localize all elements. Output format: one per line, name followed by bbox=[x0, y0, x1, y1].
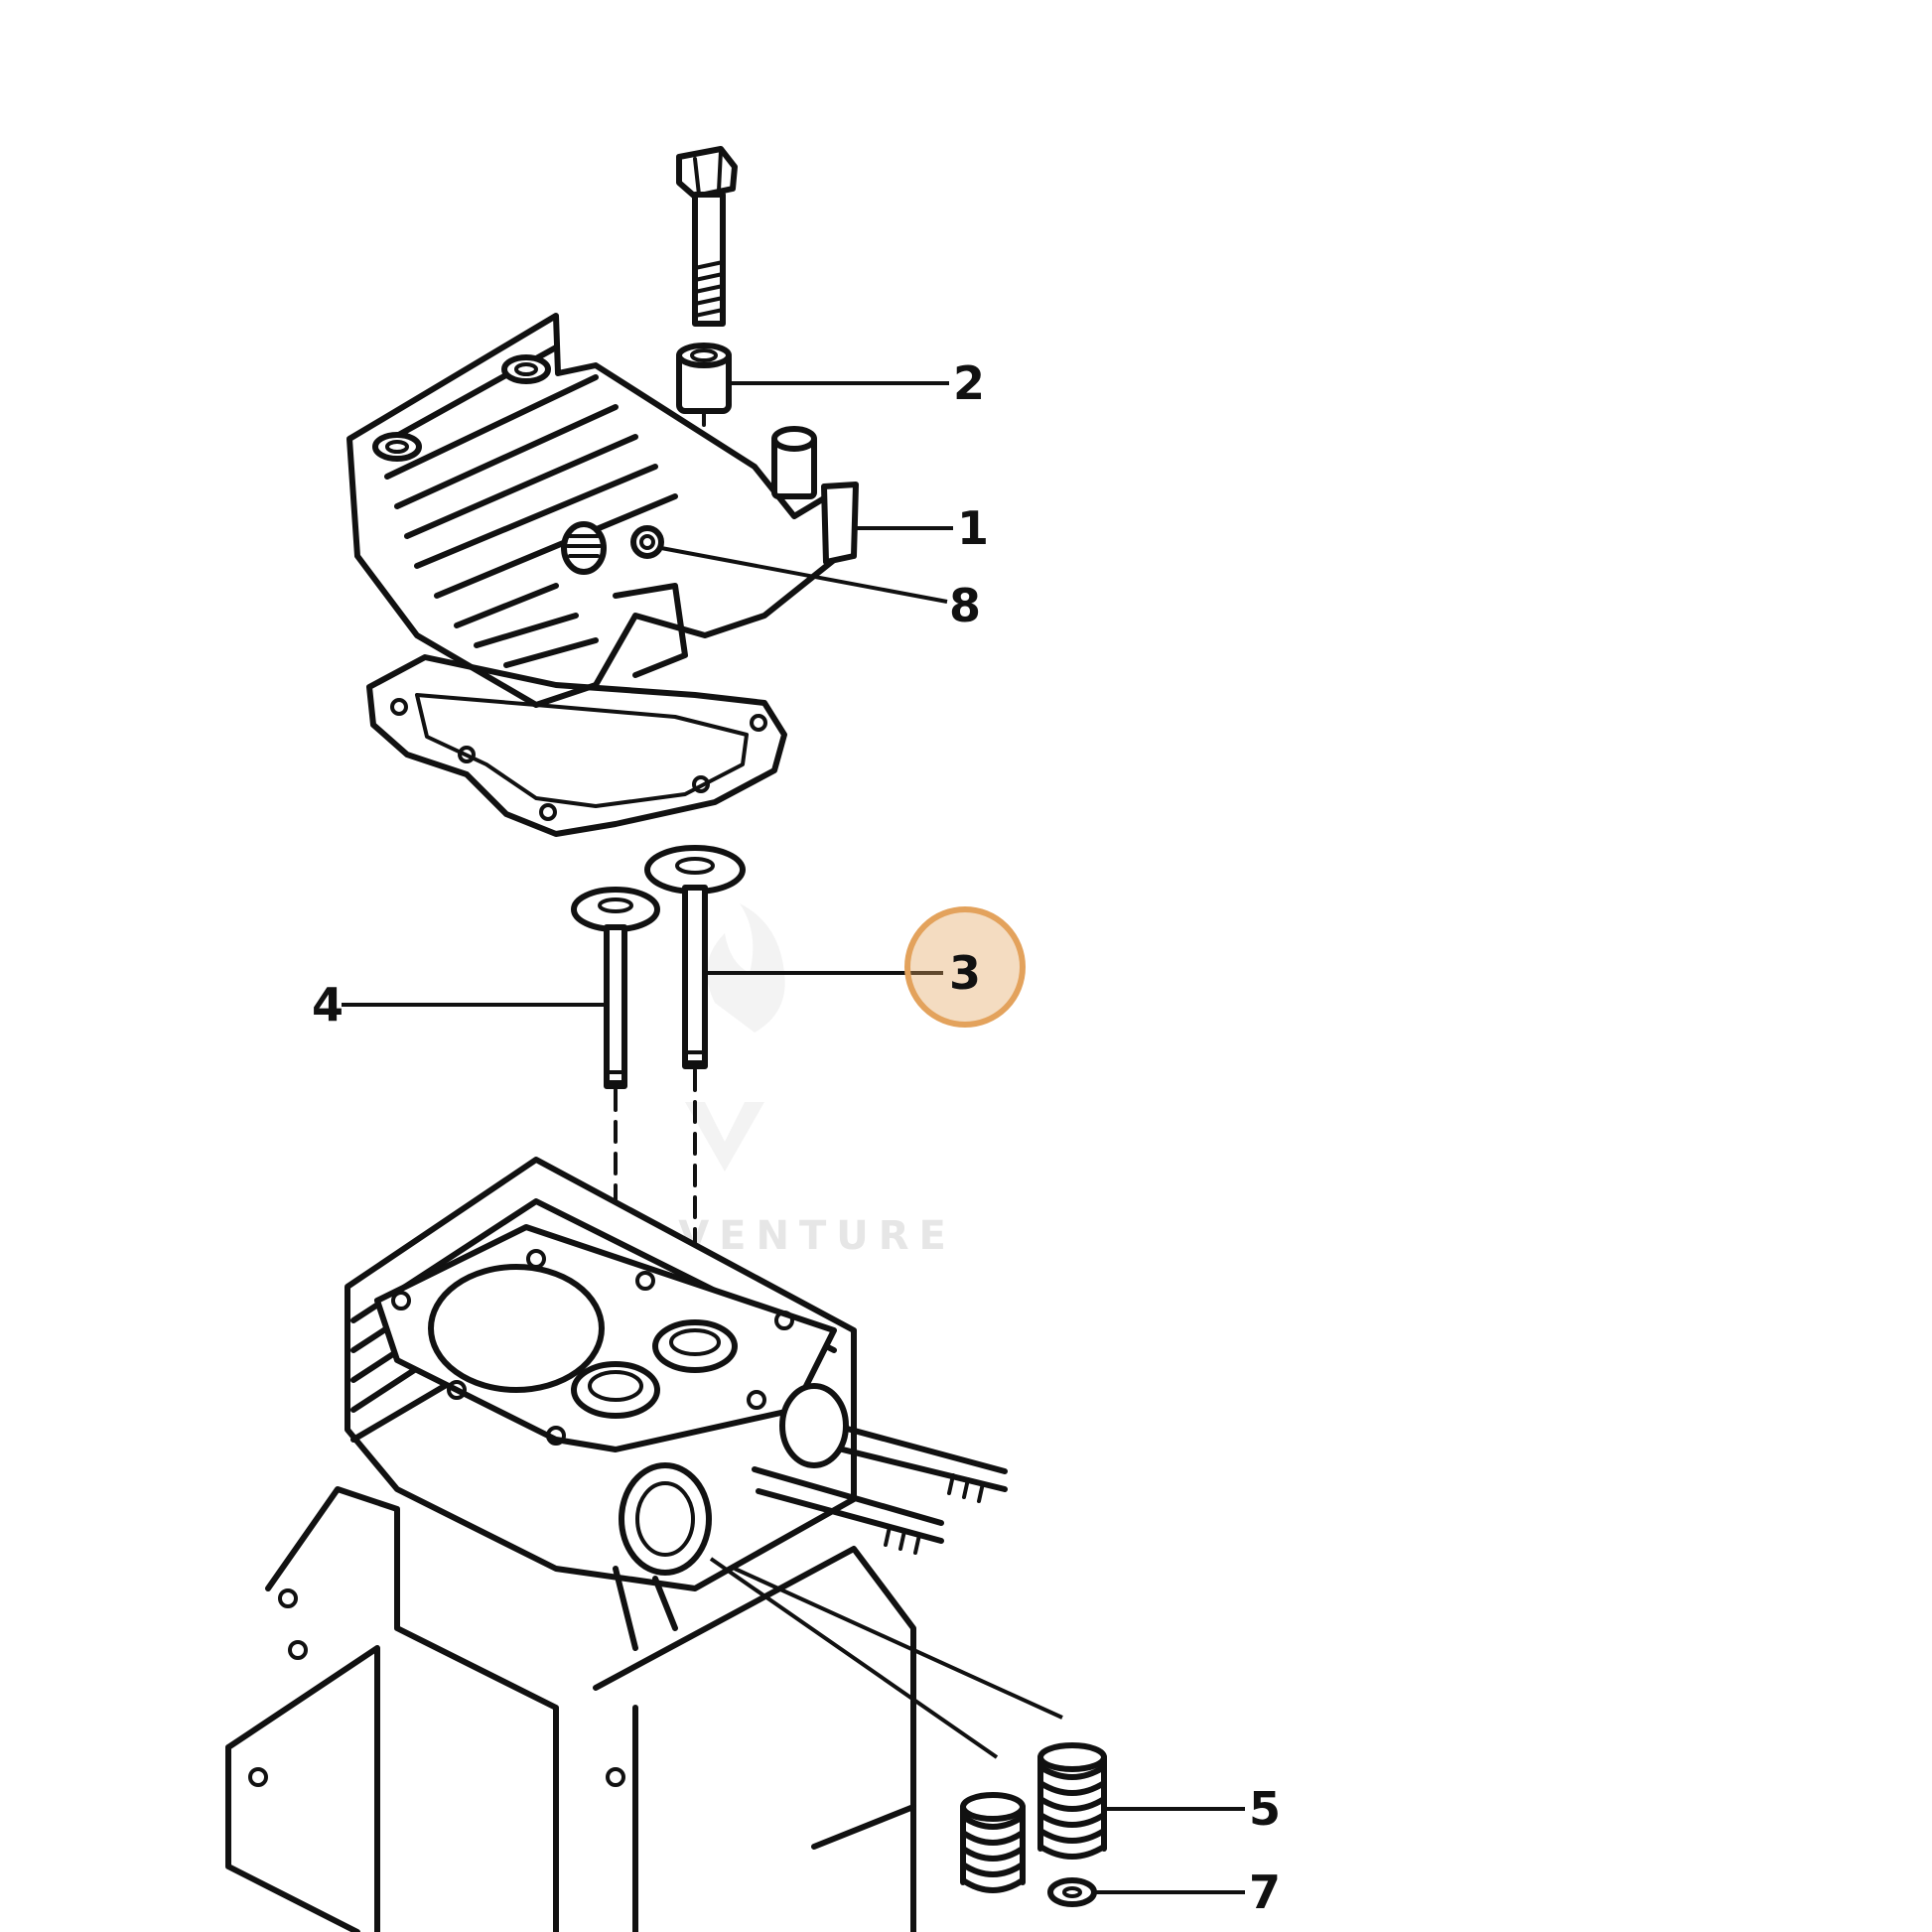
watermark-logo bbox=[685, 903, 785, 1172]
callout-2[interactable]: 2 bbox=[953, 356, 985, 410]
callout-3[interactable]: 3 bbox=[949, 946, 981, 1000]
callout-leaders bbox=[342, 381, 1245, 1894]
intake-valve bbox=[571, 887, 660, 1392]
valve-spring-exhaust bbox=[1037, 1742, 1107, 1860]
head-bolt bbox=[676, 146, 738, 327]
exhaust-valve bbox=[644, 845, 746, 1392]
callout-7[interactable]: 7 bbox=[1249, 1865, 1281, 1919]
callout-1[interactable]: 1 bbox=[957, 501, 989, 555]
callout-5[interactable]: 5 bbox=[1249, 1782, 1281, 1836]
callout-3-highlight bbox=[904, 906, 1026, 1028]
head-gasket bbox=[366, 654, 787, 837]
cylinder-head bbox=[346, 313, 859, 708]
engine-block bbox=[225, 1157, 1063, 1932]
valve-spring-intake bbox=[960, 1792, 1026, 1893]
spring-retainer bbox=[1047, 1877, 1097, 1907]
callout-4[interactable]: 4 bbox=[312, 978, 344, 1032]
callout-8[interactable]: 8 bbox=[949, 579, 981, 632]
